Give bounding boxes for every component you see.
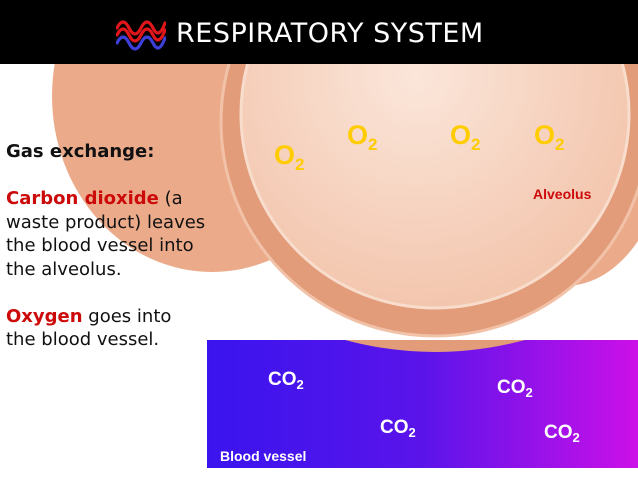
carbon-dioxide-molecule: CO2 — [497, 377, 533, 400]
carbon-dioxide-molecule: CO2 — [380, 417, 416, 440]
oxygen-description-text: goes into the blood vessel. — [6, 305, 172, 351]
oxygen-description: Oxygen goes into the blood vessel. — [6, 305, 206, 352]
slide-title: RESPIRATORY SYSTEM — [176, 18, 484, 49]
gas-exchange-heading: Gas exchange: — [6, 141, 155, 162]
alveolus-label: Alveolus — [533, 186, 592, 202]
alveolus-vessel-contact — [345, 340, 525, 352]
oxygen-molecule: O2 — [347, 120, 378, 154]
oxygen-molecule: O2 — [450, 120, 481, 154]
alveolus-inner — [239, 64, 631, 310]
wave-logo-icon — [116, 20, 166, 51]
carbon-dioxide-molecule: CO2 — [268, 369, 304, 392]
blood-vessel-label: Blood vessel — [220, 448, 307, 464]
co2-description: Carbon dioxide (a waste product) leaves … — [6, 187, 206, 281]
oxygen-molecule: O2 — [274, 140, 305, 174]
blood-vessel — [207, 340, 638, 468]
gas-exchange-diagram — [52, 64, 638, 468]
oxygen-highlight: Oxygen — [6, 305, 83, 327]
gas-exchange-text: Gas exchange: Carbon dioxide (a waste pr… — [6, 140, 206, 352]
header-bar: RESPIRATORY SYSTEM — [0, 0, 638, 64]
co2-description-text: (a waste product) leaves the blood vesse… — [6, 188, 206, 280]
co2-highlight: Carbon dioxide — [6, 188, 159, 209]
oxygen-molecule: O2 — [534, 120, 565, 154]
carbon-dioxide-molecule: CO2 — [544, 422, 580, 445]
